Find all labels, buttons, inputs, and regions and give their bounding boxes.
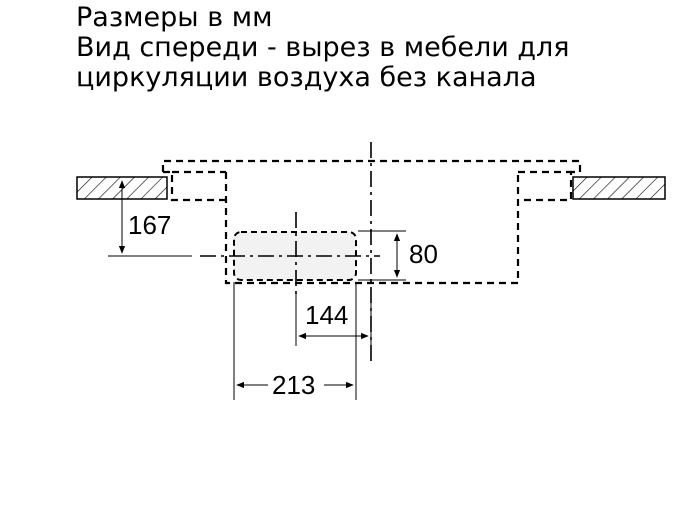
hob-body: [224, 172, 520, 285]
dim-213-label: 213: [272, 370, 315, 400]
title-line-2: Вид спереди - вырез в мебели для: [76, 32, 570, 63]
hob-side-left: [163, 170, 226, 202]
title-line-1: Размеры в мм: [76, 2, 273, 33]
title-line-3: циркуляции воздуха без канала: [76, 62, 537, 93]
dim-167-label: 167: [128, 210, 171, 240]
hob-side-right: [518, 170, 575, 202]
dim-80-label: 80: [409, 239, 438, 269]
heading: Размеры в мм Вид спереди - вырез в мебел…: [76, 3, 570, 93]
hob-outline: [161, 159, 582, 174]
worktop-right: [572, 176, 666, 200]
dim-144-label: 144: [305, 300, 348, 330]
